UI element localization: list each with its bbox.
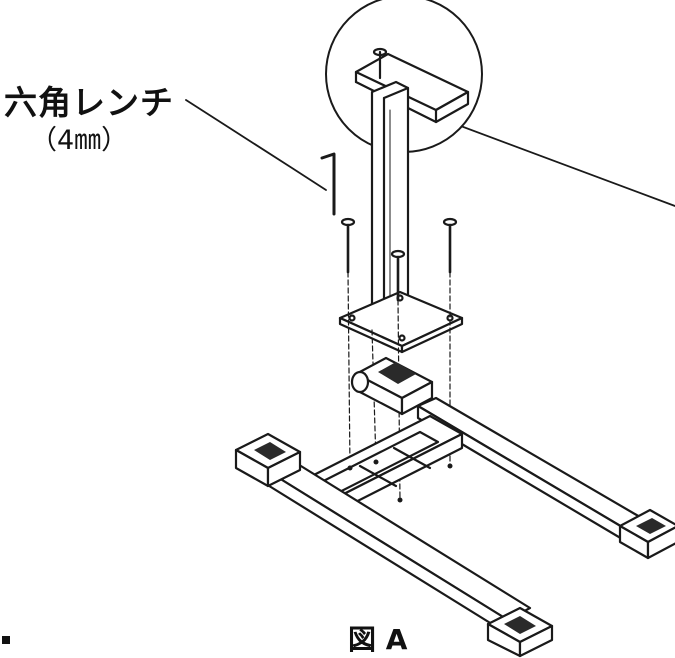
grip-front-right-foot — [504, 616, 536, 634]
edge-mark — [2, 636, 10, 644]
grip-back-foot — [378, 362, 416, 384]
bolt-right — [442, 217, 458, 274]
grip-right-end-cap — [636, 518, 666, 534]
mounting-plate — [338, 290, 464, 354]
figure-caption: 図 A — [348, 623, 408, 656]
left-rail — [264, 456, 532, 636]
frame-holes — [347, 459, 453, 503]
bolt-left — [340, 217, 356, 274]
detail-leader-line — [457, 124, 675, 207]
wrench-leader-line — [185, 99, 327, 191]
bolt-center — [390, 249, 406, 302]
vertical-post — [370, 80, 410, 330]
hex-wrench — [320, 152, 336, 216]
right-end-cap — [618, 508, 675, 560]
grip-front-left-foot — [254, 442, 286, 460]
wrench-label: 六角レンチ — [4, 83, 174, 122]
right-crossbar — [416, 396, 654, 548]
wrench-size-label: （4㎜） — [30, 125, 129, 156]
